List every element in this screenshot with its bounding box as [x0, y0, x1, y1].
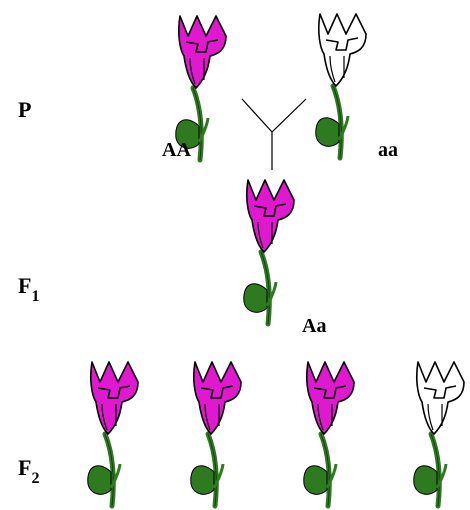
genotype-label-parent-dominant: AA: [162, 139, 191, 161]
flower-p-white: [316, 14, 366, 158]
generation-f2-letter: F: [18, 455, 31, 480]
generation-label-f1: F1: [18, 273, 39, 305]
genotype-label-hybrid: Aa: [302, 315, 326, 337]
genotype-label-parent-recessive: aa: [378, 139, 398, 161]
generation-f1-letter: F: [18, 273, 31, 298]
flower-f2-white: [414, 362, 464, 506]
generation-f2-subscript: 2: [31, 470, 39, 487]
generation-label-p: P: [18, 97, 31, 122]
flower-f2-purple-3: [304, 362, 354, 506]
generation-label-f2: F2: [18, 455, 39, 487]
cross-connector: [241, 98, 307, 170]
flower-f2-purple-1: [88, 362, 138, 506]
flower-f1-purple: [244, 180, 294, 324]
flower-f2-purple-2: [191, 362, 241, 506]
generation-f1-subscript: 1: [31, 288, 39, 305]
